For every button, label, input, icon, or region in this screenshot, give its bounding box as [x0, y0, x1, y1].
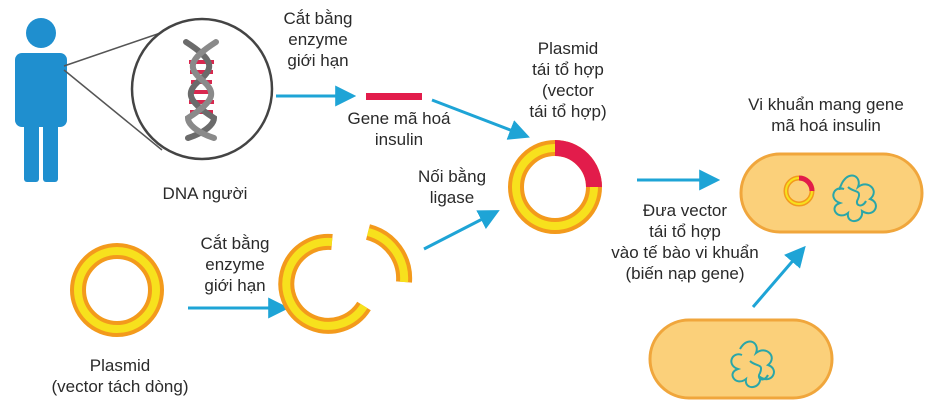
plasmid-ring [70, 243, 164, 337]
dna-helix-icon [183, 39, 219, 141]
person-icon [15, 18, 67, 182]
insulin-gene-segment [366, 93, 422, 100]
zoom-line-bottom [63, 69, 163, 151]
label-plasmid: Plasmid(vector tách dòng) [51, 356, 189, 396]
bacterial-dna-plain [730, 340, 775, 388]
label-human-dna: DNA người [162, 184, 248, 203]
arrow-bacterium-up [751, 245, 806, 308]
arrow-gene-to-recombinant [431, 98, 530, 140]
arrow-ligase [423, 210, 500, 251]
bacterium-recombinant [739, 152, 924, 234]
dna-zoom-circle [130, 17, 274, 161]
recombinant-plasmid-ring [508, 140, 602, 234]
bacterium-plain [648, 318, 834, 400]
cut-plasmid-ring [278, 224, 413, 334]
bacterial-dna [832, 174, 877, 222]
